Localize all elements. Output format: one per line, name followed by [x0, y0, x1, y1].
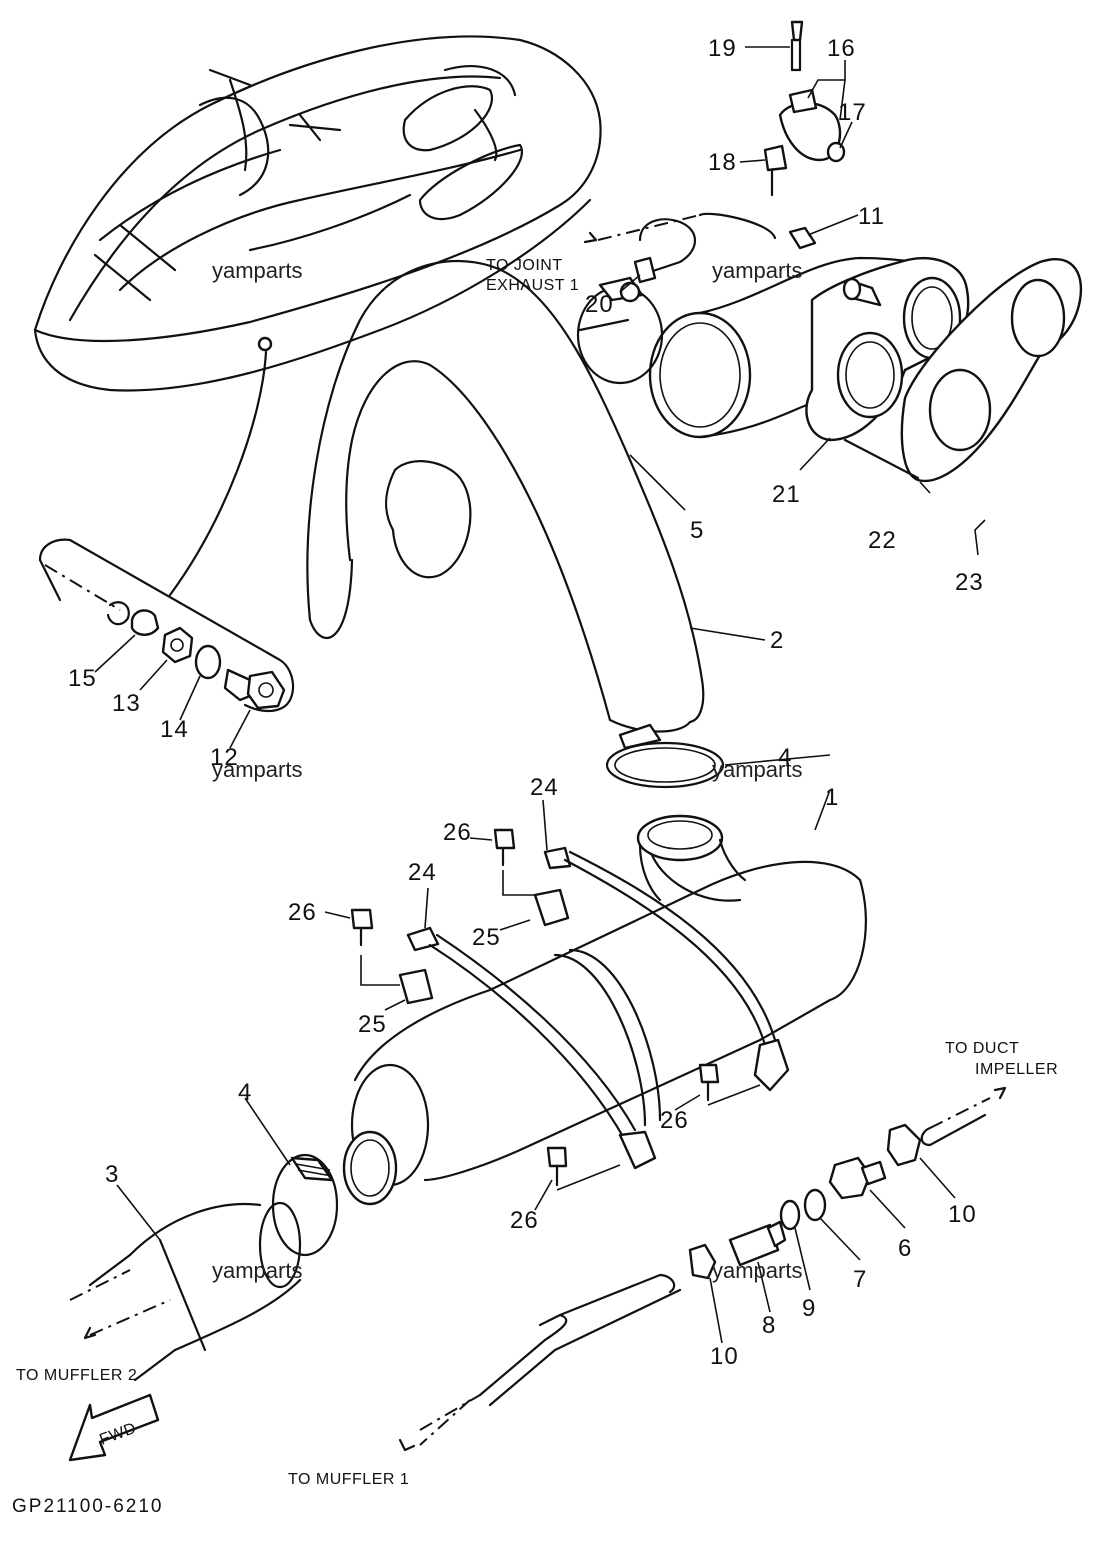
hose-clamp-4-lower: [271, 1153, 339, 1257]
hose-clamp-10-lower: [688, 1243, 717, 1280]
callout-4-lower: 4: [238, 1079, 252, 1106]
bolt-26-d: [546, 1146, 621, 1191]
note-to-joint-line1: TO JOINT: [486, 257, 563, 274]
callout-4-upper: 4: [778, 744, 792, 771]
watermark-6: yamparts: [712, 1258, 802, 1283]
callout-9: 9: [802, 1295, 816, 1322]
muffler-1: [342, 814, 867, 1206]
callout-22: 22: [868, 527, 897, 554]
callout-15: 15: [68, 665, 97, 692]
bolt-26-a: [493, 828, 540, 896]
washer-7: [803, 1188, 827, 1222]
callout-5: 5: [690, 517, 704, 544]
fitting-12: [223, 668, 286, 710]
callout-26-b: 26: [288, 899, 317, 926]
callout-12: 12: [210, 744, 239, 771]
callout-17: 17: [838, 99, 867, 126]
leader-lines: [94, 46, 986, 1344]
watermark-5: yamparts: [212, 1258, 302, 1283]
hose-clamp-10-upper: [886, 1123, 922, 1167]
callout-23: 23: [955, 569, 984, 596]
callout-2: 2: [770, 627, 784, 654]
callout-26-c: 26: [660, 1107, 689, 1134]
callout-25-upper: 25: [472, 924, 501, 951]
mounting-bracket-panel: [38, 538, 295, 713]
bolt-26-b: [350, 908, 400, 986]
callout-10-upper: 10: [948, 1201, 977, 1228]
callout-26-a: 26: [443, 819, 472, 846]
fwd-arrow-badge: FWD: [68, 1393, 160, 1462]
gasket-22: [843, 258, 1083, 483]
note-to-duct-line2: IMPELLER: [975, 1061, 1058, 1078]
bolt-19: [790, 20, 804, 72]
callout-14: 14: [160, 716, 189, 743]
tie-wrap-20: [633, 218, 696, 284]
holder-25-lower: [398, 968, 434, 1005]
strap-24-right: [543, 846, 790, 1092]
watermarks: yamparts yamparts yamparts yamparts yamp…: [212, 258, 802, 1283]
callout-16: 16: [827, 35, 856, 62]
note-to-duct-line1: TO DUCT: [945, 1040, 1019, 1057]
callout-26-d: 26: [510, 1207, 539, 1234]
clamp-16: [778, 88, 842, 162]
note-to-muffler-1: TO MUFFLER 1: [288, 1471, 409, 1488]
hose-clamp-15: [130, 609, 160, 636]
watermark-1: yamparts: [212, 258, 302, 283]
clip-18: [763, 144, 788, 197]
callout-10-lower: 10: [710, 1343, 739, 1370]
callout-11: 11: [858, 203, 885, 230]
watercraft-hull-illustration: [33, 35, 602, 597]
callout-6: 6: [898, 1235, 912, 1262]
fitting-6: [828, 1156, 887, 1200]
hose-clamp-11: [788, 226, 817, 250]
fitting-8: [728, 1220, 787, 1267]
callout-24-left: 24: [408, 859, 437, 886]
bolt-26-c: [698, 1063, 761, 1106]
callout-numbers: 19 16 17 18 11 20 5 21 22 23 2 4 1 24 24…: [68, 35, 984, 1370]
callout-18: 18: [708, 149, 737, 176]
hose-to-joint-exhaust: [597, 212, 777, 241]
nut-13: [161, 626, 194, 664]
callout-20: 20: [585, 291, 614, 318]
note-to-joint-line2: EXHAUST 1: [486, 277, 579, 294]
callout-13: 13: [112, 690, 141, 717]
callout-25-lower: 25: [358, 1011, 387, 1038]
hose-to-duct-impeller: [920, 1097, 991, 1147]
pipe-3: [69, 1201, 302, 1382]
routing-notes: TO JOINT EXHAUST 1 TO DUCT IMPELLER TO M…: [16, 257, 1058, 1488]
hose-clamp-4-upper: [605, 723, 725, 789]
callout-3: 3: [105, 1161, 119, 1188]
direction-arrows: [83, 231, 1007, 1452]
hose-clamp-5: [576, 276, 664, 385]
washer-9: [779, 1199, 801, 1231]
callout-8: 8: [762, 1312, 776, 1339]
washer-14: [194, 644, 222, 680]
watermark-2: yamparts: [712, 258, 802, 283]
callout-19: 19: [708, 35, 737, 62]
note-to-muffler-2: TO MUFFLER 2: [16, 1367, 137, 1384]
exhaust-pipe-2: [306, 260, 705, 733]
hose-to-muffler-1: [419, 1273, 682, 1446]
strap-24-left: [406, 926, 657, 1170]
watermark-3: yamparts: [212, 757, 302, 782]
figure-code: GP21100-6210: [12, 1496, 163, 1517]
callout-7: 7: [853, 1266, 867, 1293]
watermark-4: yamparts: [712, 757, 802, 782]
holder-25-upper: [533, 888, 570, 927]
callout-1: 1: [825, 784, 839, 811]
callout-21: 21: [772, 481, 801, 508]
callout-24-right: 24: [530, 774, 559, 801]
